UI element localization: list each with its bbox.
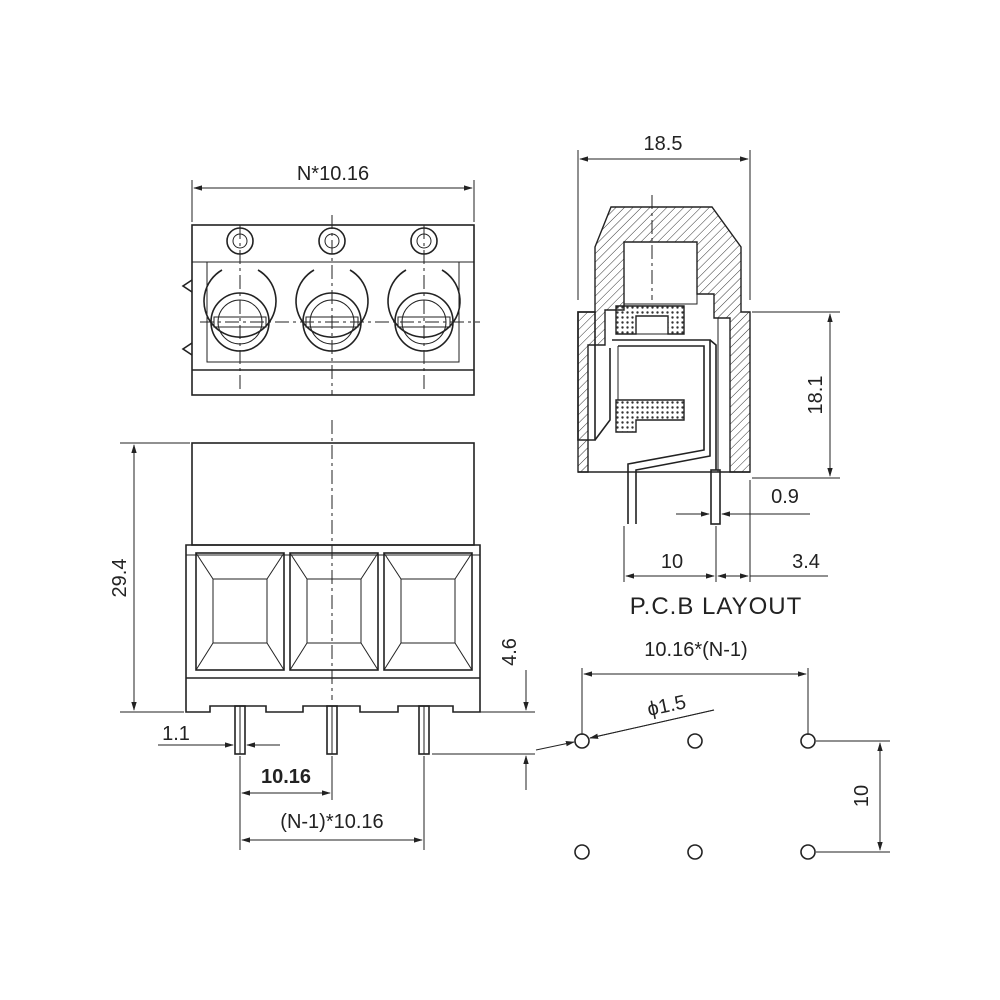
pcb-hole (800, 844, 816, 860)
pcb-hole (800, 733, 816, 749)
dim-height-total: 29.4 (109, 559, 131, 598)
pin (326, 705, 338, 755)
top-view-body (191, 224, 475, 396)
front-view-body (191, 442, 475, 546)
dim-span: (N-1)*10.16 (280, 811, 383, 833)
dim-width-total: N*10.16 (297, 163, 369, 185)
pcb-hole (687, 733, 703, 749)
pcb-hole (574, 733, 590, 749)
side-view: 18.5 18.1 0.9 10 3.4 (577, 133, 840, 582)
dim-pin-width: 1.1 (162, 723, 190, 745)
pcb-row-spacing: 10 (851, 785, 873, 807)
pin (234, 705, 246, 755)
dim-pin-offset: 3.4 (792, 551, 820, 573)
pcb-hole-diameter: ϕ1.5 (645, 691, 688, 721)
dim-side-height: 18.1 (805, 376, 827, 415)
wire-entry (289, 552, 379, 671)
pcb-layout: P.C.B LAYOUT 10.16*(N-1) ϕ1.5 10 (535, 593, 890, 860)
pin (418, 705, 430, 755)
pcb-hole (687, 844, 703, 860)
pcb-row-span: 10.16*(N-1) (644, 639, 747, 661)
wire-entry (383, 552, 473, 671)
front-view: 29.4 1.1 10.16 (N-1)*10.16 4.6 (109, 420, 535, 850)
dim-pin-thickness: 0.9 (771, 486, 799, 508)
pcb-holes (574, 733, 816, 860)
dim-side-width: 18.5 (644, 133, 683, 155)
wire-entry (195, 552, 285, 671)
dim-pin-length: 4.6 (499, 638, 521, 666)
dim-pitch: 10.16 (261, 766, 311, 788)
top-view: N*10.16 (181, 163, 480, 396)
pcb-hole (574, 844, 590, 860)
dim-pin-spacing: 10 (661, 551, 683, 573)
pcb-layout-title: P.C.B LAYOUT (630, 593, 803, 620)
